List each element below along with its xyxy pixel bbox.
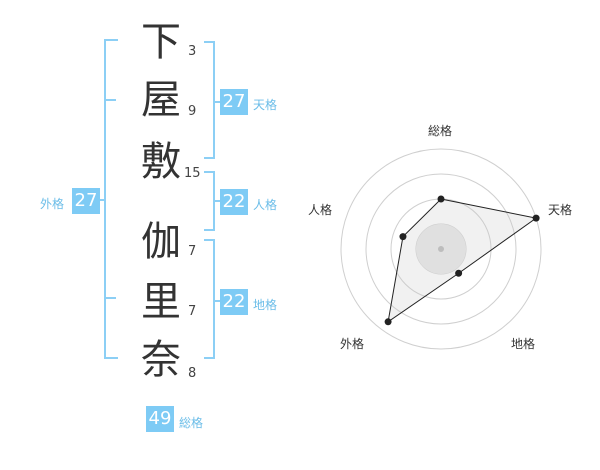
radar-label-soukaku: 総格 — [428, 124, 453, 138]
radar-label-gaikaku: 外格 — [340, 337, 365, 351]
radar-point-5 — [399, 233, 407, 241]
radar-point-1 — [437, 195, 445, 203]
tenkaku-bracket — [204, 41, 220, 159]
radar-center-dot — [438, 246, 444, 252]
stroke-count-4: 7 — [188, 244, 197, 259]
tenkaku-value: 27 — [220, 89, 248, 115]
name-char-1: 下 — [141, 19, 181, 65]
gaikaku-value: 27 — [72, 188, 100, 214]
soukaku-label: 総格 — [179, 416, 204, 430]
stroke-count-5: 7 — [188, 304, 197, 319]
radar-point-2 — [532, 214, 540, 222]
name-char-6: 奈 — [141, 337, 181, 383]
radar-ring — [340, 148, 542, 350]
name-char-3: 敷 — [141, 139, 181, 185]
radar-series-polygon — [387, 198, 538, 323]
stroke-count-2: 9 — [188, 104, 197, 119]
gaikaku-bracket — [98, 39, 118, 359]
stroke-count-3: 15 — [184, 166, 201, 181]
radar-ring — [365, 173, 517, 325]
name-char-5: 里 — [141, 279, 181, 325]
jinkaku-label: 人格 — [253, 198, 278, 212]
radar-point-3 — [455, 269, 463, 277]
jinkaku-bracket — [204, 171, 220, 231]
tenkaku-label: 天格 — [253, 98, 278, 112]
stroke-count-6: 8 — [188, 366, 197, 381]
soukaku-value: 49 — [146, 406, 174, 432]
gaikaku-label: 外格 — [40, 197, 65, 211]
name-char-2: 屋 — [141, 77, 181, 123]
radar-label-chikaku: 地格 — [511, 337, 536, 351]
radar-label-jinkaku: 人格 — [308, 203, 333, 217]
jinkaku-value: 22 — [220, 189, 248, 215]
chikaku-bracket — [204, 239, 220, 359]
stroke-count-1: 3 — [188, 44, 197, 59]
fortune-radar-chart — [340, 148, 542, 350]
radar-point-4 — [384, 318, 392, 326]
chikaku-label: 地格 — [253, 298, 278, 312]
name-char-4: 伽 — [141, 219, 181, 265]
radar-label-tenkaku: 天格 — [548, 203, 573, 217]
chikaku-value: 22 — [220, 289, 248, 315]
